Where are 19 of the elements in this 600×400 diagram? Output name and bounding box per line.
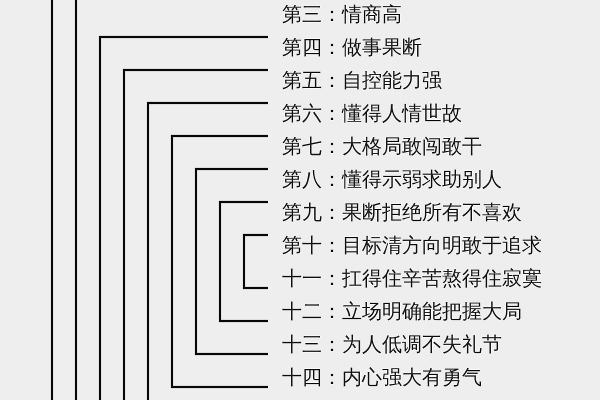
list-item: 第八：懂得示弱求助别人	[268, 162, 502, 196]
bracket-connector	[98, 36, 268, 400]
list-item: 十四：内心强大有勇气	[268, 360, 482, 394]
bracket-connector	[242, 234, 268, 290]
list-item: 第三：情商高	[268, 0, 402, 30]
list-item: 第七：大格局敢闯敢干	[268, 130, 482, 162]
bracket-connector	[218, 200, 268, 322]
bracket-connector	[170, 134, 268, 388]
bracket-connector	[146, 102, 268, 400]
list-item: 第九：果断拒绝所有不喜欢	[268, 196, 522, 228]
list-item: 十三：为人低调不失礼节	[268, 328, 502, 360]
bracket-connector	[194, 168, 268, 356]
list-item: 第四：做事果断	[268, 30, 422, 64]
bracket-connector	[122, 68, 268, 400]
list-item: 第十：目标清方向明敢于追求	[268, 228, 542, 262]
list-item: 第五：自控能力强	[268, 64, 442, 96]
list-item: 第六：懂得人情世故	[268, 96, 462, 130]
list-item: 十二：立场明确能把握大局	[268, 294, 522, 328]
list-item: 十一：扛得住辛苦熬得住寂寞	[268, 262, 542, 294]
